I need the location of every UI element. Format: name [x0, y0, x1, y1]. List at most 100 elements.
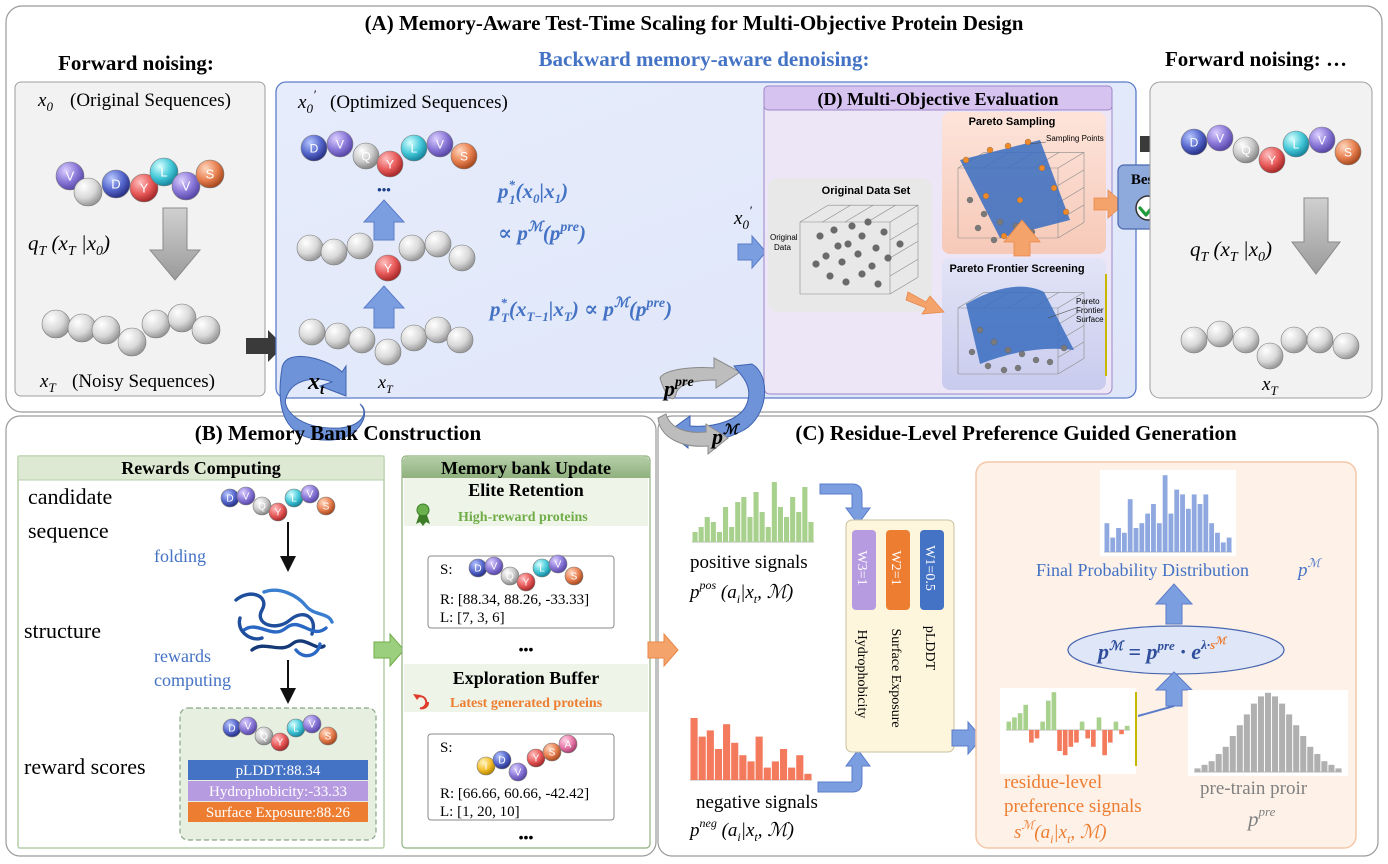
hist-bar [1104, 523, 1110, 552]
hist-bar [771, 761, 779, 780]
exploration-header-bg [404, 664, 648, 712]
surface-exposure-score-bar [188, 802, 368, 822]
residue-letter: Y [523, 578, 530, 589]
hist-bar [1045, 700, 1051, 730]
hist-bar [1116, 528, 1121, 552]
residue-bead [352, 142, 380, 170]
grey-return-arrow [657, 413, 729, 456]
hist-bar [747, 761, 755, 780]
hist-bar [747, 517, 753, 542]
hist-bar [1068, 730, 1074, 747]
negative-signals-label: negative signals [696, 792, 818, 813]
residue-bead [1282, 130, 1310, 158]
hist-bar [704, 517, 710, 542]
cube-grid [844, 204, 874, 223]
hydrophobicity-objective: Hydrophobicity [854, 630, 869, 719]
w2-chip [886, 530, 910, 610]
hist-bar [1029, 730, 1034, 743]
neg-to-weights-arrow [817, 749, 871, 793]
data-point [854, 250, 862, 258]
residue-letter: Y [533, 754, 540, 765]
hist-bar [784, 517, 790, 542]
formula-to-final-arrow [1154, 583, 1194, 625]
rewards-computing-header [17, 455, 385, 481]
residue-bead [1232, 326, 1260, 354]
hist-bar [1300, 736, 1307, 772]
orig-to-frontier-arrow [905, 291, 945, 315]
data-point [1032, 356, 1040, 364]
hist-bar [759, 512, 765, 542]
hist-bar [1023, 704, 1029, 730]
hist-bar [1229, 736, 1236, 772]
memory-bank-header [402, 456, 650, 478]
hist-bar [735, 502, 741, 542]
hist-bar [1062, 730, 1068, 756]
data-point [834, 242, 842, 250]
weights-to-preference-arrow [951, 720, 983, 756]
reward-scores-label: reward scores [24, 754, 146, 779]
hist-bar [1321, 761, 1328, 772]
hist-bar [763, 767, 771, 780]
data-point [982, 192, 990, 200]
hist-bar [1307, 746, 1314, 772]
hist-bar [1162, 475, 1168, 552]
pareto-sampling-title: Pareto Sampling [969, 116, 1056, 128]
data-point [990, 236, 998, 244]
x0-optimized-label: (Optimized Sequences) [330, 92, 508, 113]
sampling-to-best-arrow [1093, 189, 1125, 219]
residue-letter: D [498, 756, 505, 767]
residue-bead [300, 134, 328, 162]
residue-bead [238, 716, 258, 736]
elite-lengths: L: [7, 3, 6] [440, 610, 505, 626]
elite-rewards: R: [88.34, 88.26, -33.33] [440, 592, 589, 608]
data-point [812, 260, 820, 268]
residue-letter: S [323, 502, 330, 513]
sampling-pointer [1029, 141, 1047, 145]
residue-bead [548, 554, 568, 574]
data-point [816, 232, 824, 240]
hist-bar [1257, 696, 1264, 772]
residue-bead [484, 556, 504, 576]
residue-letter: Y [140, 181, 149, 196]
to-evaluation-arrow [737, 234, 767, 270]
hist-bar [698, 527, 704, 542]
cube-grid [1057, 341, 1085, 358]
data-point [872, 244, 880, 252]
rewards-computing-title: Rewards Computing [121, 458, 281, 478]
hist-bar [1286, 714, 1293, 772]
hist-bar [1012, 717, 1017, 730]
forward-noising-left-label: Forward noising: [58, 51, 214, 75]
hist-bar [1034, 730, 1040, 739]
residue-bead [91, 315, 121, 345]
data-point [996, 218, 1004, 226]
xT-noisy-label: (Noisy Sequences) [72, 371, 215, 392]
residue-bead [129, 173, 159, 203]
w1-label: W1=0.5 [922, 545, 937, 591]
residue-bead [101, 169, 131, 199]
exploration-more-dots: ••• [519, 829, 534, 845]
data-point [1060, 344, 1068, 352]
cube-grid [889, 240, 919, 259]
hist-bar [723, 507, 729, 542]
forward-noising-right-panel [1149, 81, 1373, 399]
residue-letter: Q [361, 149, 370, 163]
residue-bead [446, 326, 474, 354]
hist-bar [1328, 764, 1335, 772]
hist-bar [777, 507, 783, 542]
hist-bar [1208, 761, 1215, 772]
residue-letter: D [111, 177, 120, 192]
data-point [1004, 346, 1012, 354]
residue-letter: S [549, 748, 556, 759]
residue-letter: L [1293, 137, 1300, 151]
section-d-title: (D) Multi-Objective Evaluation [818, 89, 1059, 110]
residue-letter: I [485, 762, 488, 773]
residue-bead [374, 254, 402, 282]
cube-edge [957, 292, 985, 309]
noisy-sequence-right [1180, 320, 1360, 370]
backward-denoising-label: Backward memory-aware denoising: [539, 47, 870, 71]
residue-level-signal-histogram [1006, 692, 1130, 756]
hist-bar [1222, 746, 1229, 772]
hist-bar [1272, 696, 1279, 772]
